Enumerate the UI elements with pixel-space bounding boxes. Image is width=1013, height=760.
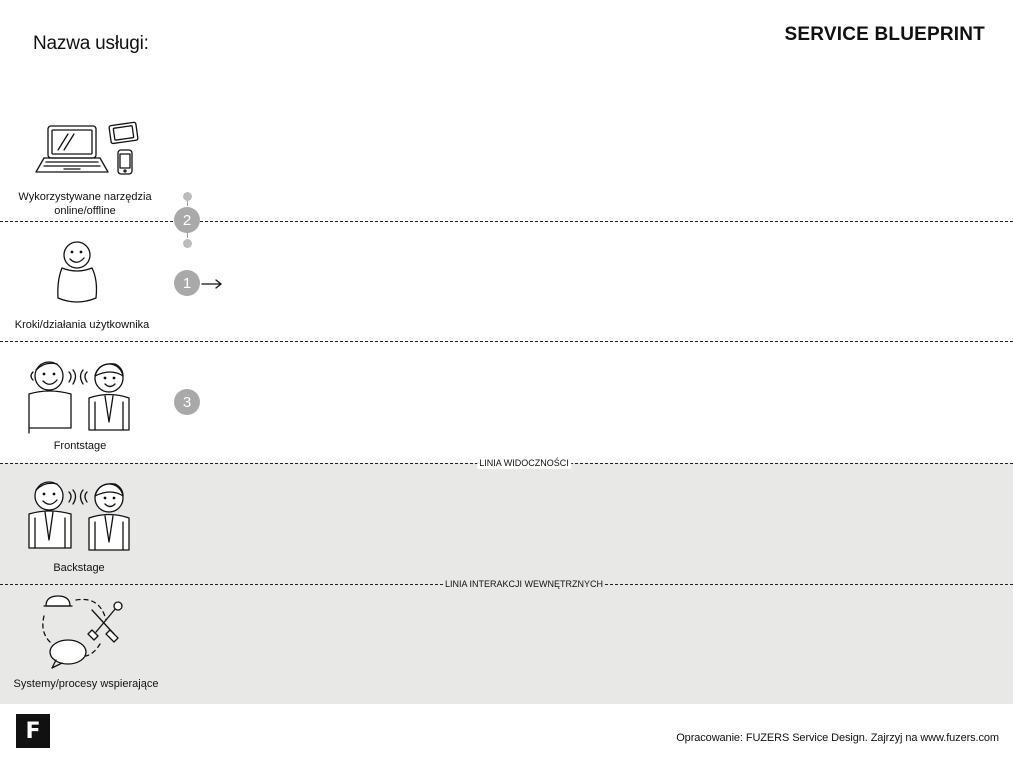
support-systems-icon — [42, 595, 123, 669]
lane-label-backstage: Backstage — [53, 562, 105, 574]
connector-tick-top — [187, 201, 188, 206]
fuzers-logo: F — [16, 714, 50, 748]
lane-divider-1 — [0, 221, 1013, 222]
frontstage-staff-icon — [28, 361, 130, 434]
lane-label-support-systems: Systemy/procesy wspierające — [13, 678, 159, 690]
connector-tick-bottom — [187, 233, 188, 238]
step-badge-3: 3 — [174, 389, 200, 415]
lane-label-tools: Wykorzystywane narzędzia online/offline — [18, 190, 151, 218]
lane-label-user-actions: Kroki/działania użytkownika — [14, 319, 150, 331]
lane-label-frontstage: Frontstage — [53, 440, 107, 452]
line-of-internal-interaction-label: LINIA INTERAKCJI WEWNĘTRZNYCH — [442, 579, 606, 590]
page-title: SERVICE BLUEPRINT — [784, 24, 985, 45]
step-badge-1: 1 — [174, 270, 200, 296]
line-of-visibility-label: LINIA WIDOCZNOŚCI — [477, 458, 571, 469]
arrow-right-icon — [201, 279, 222, 289]
devices-icon — [35, 121, 139, 175]
connector-dot-top — [183, 192, 192, 201]
step-badge-2: 2 — [174, 207, 200, 233]
service-name-label: Nazwa usługi: — [33, 33, 149, 54]
fuzers-logo-letter: F — [25, 718, 41, 744]
footer-credit: Opracowanie: FUZERS Service Design. Zajr… — [676, 732, 999, 744]
backstage-staff-icon — [28, 481, 130, 551]
lane-divider-2 — [0, 341, 1013, 342]
lane-label-tools-line2: online/offline — [54, 205, 116, 217]
connector-dot-bottom — [183, 239, 192, 248]
lane-label-tools-line1: Wykorzystywane narzędzia — [18, 191, 152, 203]
user-icon — [57, 241, 98, 303]
